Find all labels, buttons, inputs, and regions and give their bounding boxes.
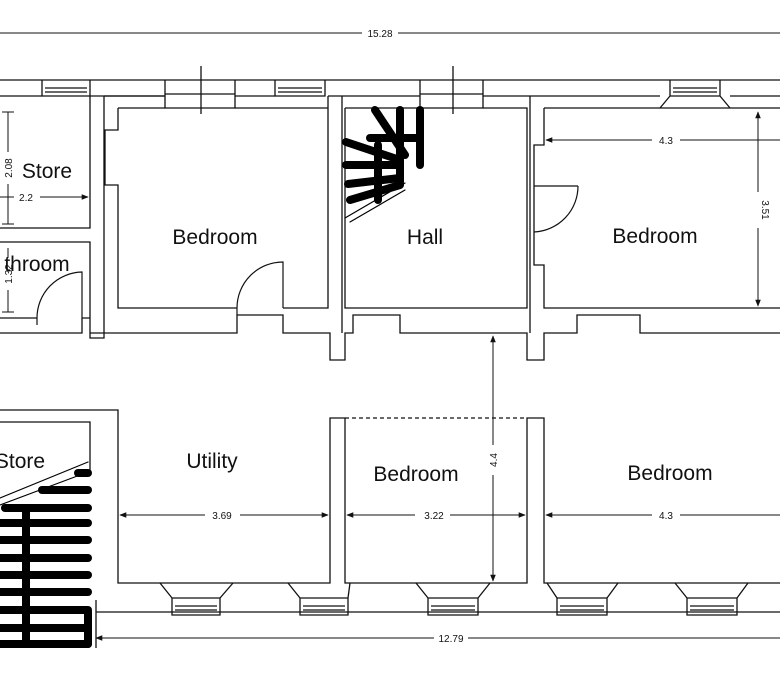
dim-store-width: 2.2 [19, 193, 33, 204]
room-label-bedroom-ne: Bedroom [612, 225, 697, 248]
store-bathroom-walls [0, 96, 105, 339]
room-label-store-bottom: Store [0, 450, 45, 473]
dimension-annotations [0, 111, 780, 582]
room-label-utility: Utility [186, 450, 238, 473]
dim-overall-top: 15.28 [367, 29, 392, 40]
dim-corridor-span: 4.4 [489, 453, 500, 467]
dim-utility-width: 3.69 [212, 511, 232, 522]
hall-stairs [342, 106, 424, 223]
room-label-store-top: Store [22, 160, 72, 183]
outer-south-wall [95, 600, 780, 648]
bedroom-ne-door [533, 185, 579, 233]
overall-top-dimension: 15.28 [0, 29, 780, 40]
bedroom-nw-door [236, 261, 284, 315]
dim-bedroom-se-width: 4.3 [659, 511, 673, 522]
dim-bedroom-ne-width: 4.3 [659, 136, 673, 147]
outer-north-wall [0, 79, 780, 97]
south-windows [159, 582, 749, 616]
store-stairs [0, 461, 92, 648]
room-label-hall: Hall [407, 226, 443, 249]
overall-bottom-dimension: 12.79 [95, 634, 780, 645]
room-label-bathroom: throom [4, 253, 69, 276]
dim-store-height: 2.08 [4, 158, 15, 178]
bedroom-ne-walls [529, 96, 780, 333]
room-label-bedroom-s: Bedroom [373, 463, 458, 486]
hall-walls [341, 96, 528, 333]
bathroom-door [36, 271, 83, 325]
room-label-bedroom-se: Bedroom [627, 462, 712, 485]
dim-bathroom-height: 1.32 [4, 264, 15, 284]
doors [36, 185, 579, 325]
bedroom-nw-walls [103, 95, 780, 361]
north-windows [41, 66, 731, 114]
room-label-bedroom-nw: Bedroom [172, 226, 257, 249]
dim-bedroom-s-width: 3.22 [424, 511, 444, 522]
dim-bedroom-ne-height: 3.51 [759, 200, 770, 220]
walls [0, 66, 780, 648]
south-block-walls [0, 409, 780, 584]
dim-overall-bottom: 12.79 [438, 634, 463, 645]
